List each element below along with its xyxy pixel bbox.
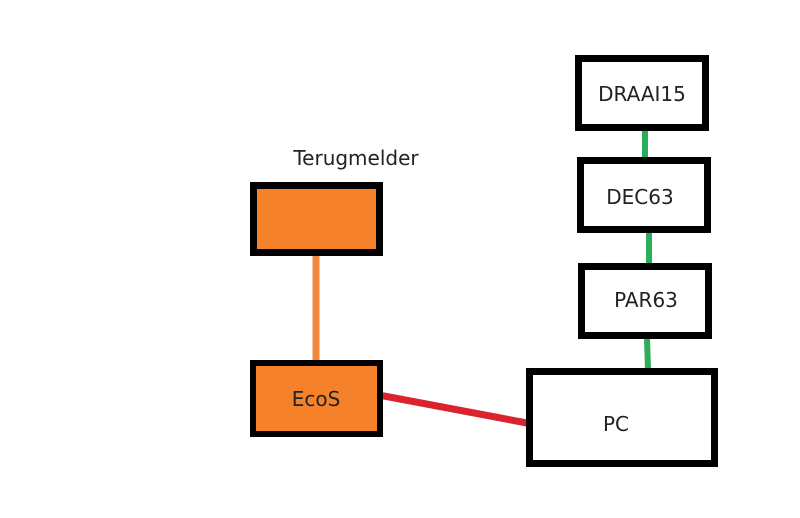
node-terugmelder <box>250 182 383 256</box>
dec63-box <box>577 157 711 233</box>
node-par63: PAR63 <box>578 263 712 339</box>
dec63-label: DEC63 <box>606 185 673 209</box>
node-dec63: DEC63 <box>577 157 711 233</box>
pc-label: PC <box>603 412 629 436</box>
draai15-box <box>575 55 709 131</box>
ecos-label: EcoS <box>292 387 341 411</box>
ecos-box <box>250 360 383 437</box>
par63-box <box>578 263 712 339</box>
draai15-label: DRAAI15 <box>598 82 686 106</box>
pc-box <box>526 368 718 467</box>
node-pc: PC <box>526 368 718 467</box>
par63-label: PAR63 <box>614 288 678 312</box>
node-ecos: EcoS <box>250 360 383 437</box>
terugmelder-title: Terugmelder <box>292 146 419 170</box>
edge-par63-pc <box>644 335 651 373</box>
node-draai15: DRAAI15 <box>575 55 709 131</box>
terugmelder-box <box>250 182 383 256</box>
edge-ecos-pc <box>380 392 531 427</box>
